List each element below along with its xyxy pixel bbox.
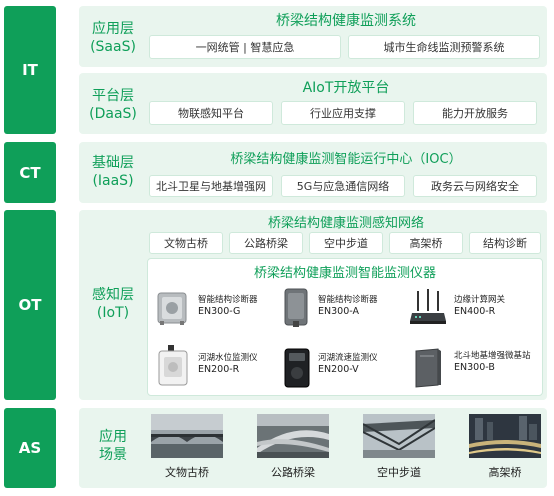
device-name: 智能结构诊断器	[318, 295, 378, 305]
device-model: EN300-A	[318, 306, 359, 317]
device-label: 河湖流速监测仪 EN200-V	[318, 353, 378, 375]
highway-bridge-photo	[257, 414, 329, 458]
iaas-item-cloud[interactable]: 政务云与网络安全	[413, 175, 537, 197]
device-en200-r[interactable]: 河湖水位监测仪 EN200-R	[154, 345, 278, 393]
daas-layer-en: (DaaS)	[89, 106, 137, 122]
device-label: 河湖水位监测仪 EN200-R	[198, 353, 258, 375]
iot-network-ancient-bridge[interactable]: 文物古桥	[149, 232, 223, 254]
device-en300-a[interactable]: 智能结构诊断器 EN300-A	[278, 285, 408, 335]
device-label: 智能结构诊断器 EN300-A	[318, 295, 378, 317]
daas-title: AIoT开放平台	[302, 80, 390, 96]
device-model: EN300-B	[454, 362, 495, 373]
iot-layer-label: 感知层 (IoT)	[79, 286, 147, 322]
ancient-bridge-photo	[151, 414, 223, 458]
scene-caption: 文物古桥	[165, 466, 209, 479]
iaas-panel: 基础层 (IaaS) 桥梁结构健康监测智能运行中心（IOC） 北斗卫星与地基增强…	[79, 142, 547, 203]
saas-panel: 应用层 (SaaS) 桥梁结构健康监测系统 一网统管 | 智慧应急 城市生命线监…	[79, 6, 547, 67]
viaduct-photo	[469, 414, 541, 458]
iaas-item-5g[interactable]: 5G与应急通信网络	[281, 175, 405, 197]
device-model: EN400-R	[454, 306, 496, 317]
as-layer-label: 应用 场景	[79, 428, 147, 464]
daas-layer-label: 平台层 (DaaS)	[79, 87, 147, 123]
iaas-layer-en: (IaaS)	[92, 173, 134, 189]
device-label: 智能结构诊断器 EN300-G	[198, 295, 258, 317]
device-model: EN300-G	[198, 306, 241, 317]
saas-title: 桥梁结构健康监测系统	[276, 13, 416, 29]
saas-layer-name: 应用层	[92, 21, 134, 37]
sky-walkway-photo	[363, 414, 435, 458]
gateway-router-icon	[410, 289, 446, 324]
iaas-layer-name: 基础层	[92, 155, 134, 171]
daas-layer-name: 平台层	[92, 88, 134, 104]
as-layer-line2: 场景	[99, 447, 127, 463]
scene-sky-walkway[interactable]: 空中步道	[363, 414, 435, 484]
saas-item-emergency[interactable]: 一网统管 | 智慧应急	[149, 35, 341, 59]
saas-layer-en: (SaaS)	[90, 39, 136, 55]
water-level-meter-icon	[158, 345, 188, 386]
device-en300-g[interactable]: 智能结构诊断器 EN300-G	[154, 285, 278, 335]
device-name: 智能结构诊断器	[198, 295, 258, 305]
beidou-base-station-icon	[415, 348, 441, 388]
device-model: EN200-R	[198, 364, 240, 375]
device-en300-b[interactable]: 北斗地基增强微基站 EN300-B	[408, 345, 542, 393]
device-en400-r[interactable]: 边缘计算网关 EN400-R	[408, 285, 538, 335]
device-name: 边缘计算网关	[454, 295, 506, 305]
iaas-layer-label: 基础层 (IaaS)	[79, 154, 147, 190]
daas-panel: 平台层 (DaaS) AIoT开放平台 物联感知平台 行业应用支撑 能力开放服务	[79, 73, 547, 134]
device-name: 河湖流速监测仪	[318, 353, 378, 363]
instrument-panel: 桥梁结构健康监测智能监测仪器 智能结构诊断器 EN300-G 智能结构诊断器	[147, 258, 543, 396]
saas-layer-label: 应用层 (SaaS)	[79, 20, 147, 56]
iot-network-sky-walkway[interactable]: 空中步道	[309, 232, 383, 254]
daas-item-open-service[interactable]: 能力开放服务	[413, 101, 537, 125]
iot-network-highway-bridge[interactable]: 公路桥梁	[229, 232, 303, 254]
scene-viaduct[interactable]: 高架桥	[469, 414, 541, 484]
sidebar-ot: OT	[4, 210, 56, 400]
diagnostic-device-icon	[284, 288, 308, 327]
flow-velocity-meter-icon	[284, 348, 310, 388]
sidebar-it: IT	[4, 6, 56, 134]
saas-item-lifeline[interactable]: 城市生命线监测预警系统	[348, 35, 540, 59]
device-name: 河湖水位监测仪	[198, 353, 258, 363]
device-label: 边缘计算网关 EN400-R	[454, 295, 505, 317]
iot-network-diagnosis[interactable]: 结构诊断	[469, 232, 541, 254]
iot-network-title: 桥梁结构健康监测感知网络	[267, 216, 424, 231]
device-en200-v[interactable]: 河湖流速监测仪 EN200-V	[278, 345, 408, 393]
diagnostic-device-icon	[157, 292, 187, 325]
iot-layer-en: (IoT)	[96, 305, 130, 321]
sidebar-as: AS	[4, 408, 56, 488]
scene-caption: 公路桥梁	[271, 466, 315, 479]
daas-item-industry-support[interactable]: 行业应用支撑	[281, 101, 405, 125]
scene-caption: 空中步道	[377, 466, 421, 479]
iot-panel: 感知层 (IoT) 桥梁结构健康监测感知网络 文物古桥 公路桥梁 空中步道 高架…	[79, 210, 547, 400]
scene-highway-bridge[interactable]: 公路桥梁	[257, 414, 329, 484]
as-layer-line1: 应用	[99, 429, 127, 445]
device-label: 北斗地基增强微基站 EN300-B	[454, 351, 531, 373]
iot-layer-name: 感知层	[92, 287, 134, 303]
iot-network-viaduct[interactable]: 高架桥	[389, 232, 463, 254]
daas-item-iot-platform[interactable]: 物联感知平台	[149, 101, 273, 125]
iaas-title: 桥梁结构健康监测智能运行中心（IOC）	[230, 152, 462, 167]
instrument-title: 桥梁结构健康监测智能监测仪器	[253, 266, 436, 281]
as-panel: 应用 场景 文物古桥 公路桥梁 空中步道	[79, 408, 547, 488]
scene-caption: 高架桥	[488, 466, 522, 479]
scene-ancient-bridge[interactable]: 文物古桥	[151, 414, 223, 484]
device-model: EN200-V	[318, 364, 359, 375]
iaas-item-beidou[interactable]: 北斗卫星与地基增强网	[149, 175, 273, 197]
device-name: 北斗地基增强微基站	[454, 351, 531, 361]
sidebar-ct: CT	[4, 142, 56, 203]
